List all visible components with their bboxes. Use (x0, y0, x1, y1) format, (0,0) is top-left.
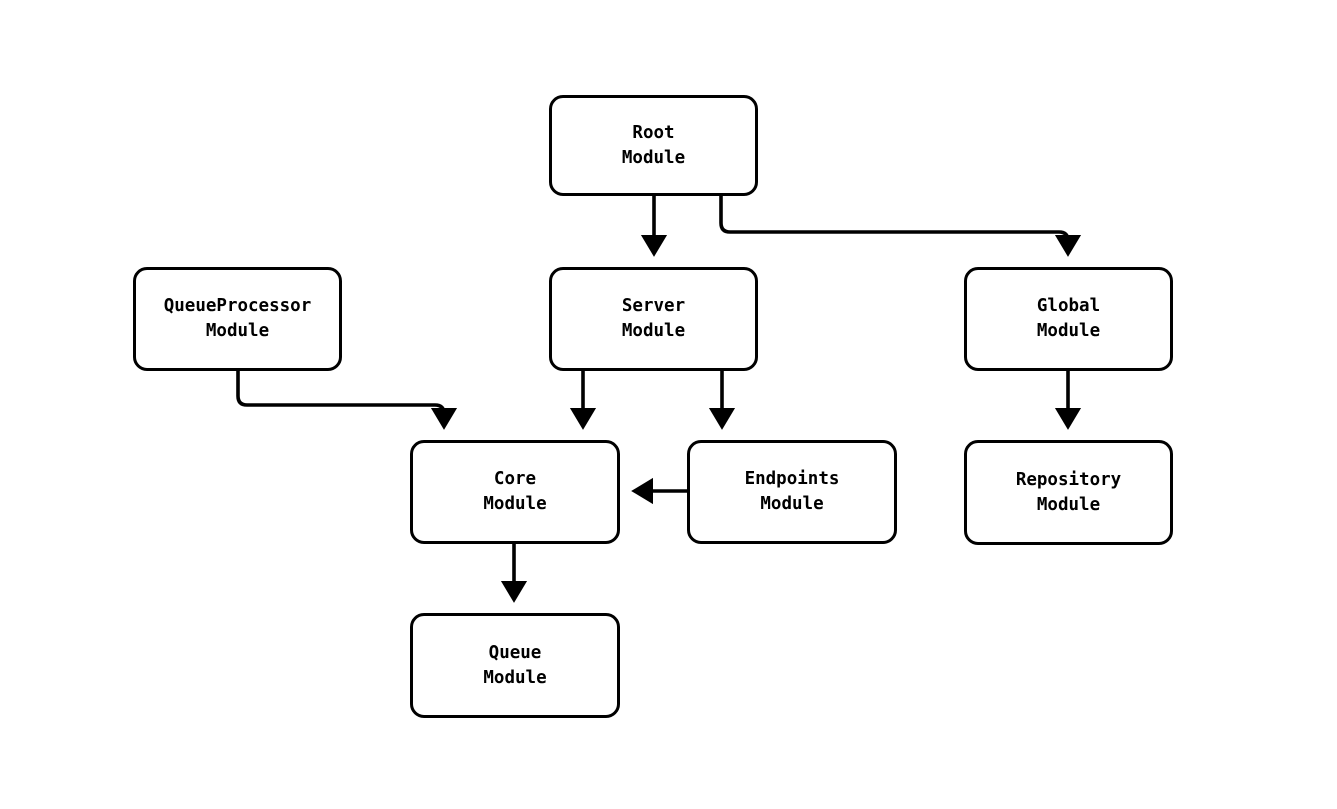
edge-queueprocessor-to-core (236, 371, 458, 430)
node-server-module-label-line2: Module (621, 321, 686, 341)
node-endpoints-module-label-line2: Module (760, 494, 824, 514)
node-global-module-label-line1: Global (1036, 296, 1101, 317)
node-queue-module-label-line2: Module (483, 667, 547, 688)
node-queueprocessor-module-label-line1: QueueProcessor (163, 296, 312, 317)
node-queueprocessor-module-label-line2: Module (205, 321, 270, 341)
node-queue-module-label-line1: Queue (488, 642, 542, 663)
node-repository-module[interactable]: Repository Module (964, 440, 1173, 545)
node-global-module-label-line2: Module (1036, 321, 1101, 341)
node-server-module[interactable]: Server Module (549, 267, 758, 371)
node-server-module-label-line1: Server (621, 296, 686, 317)
node-root-module-label-line2: Module (621, 147, 686, 168)
node-core-module[interactable]: Core Module (410, 440, 620, 544)
node-repository-module-label-line2: Module (1036, 494, 1101, 515)
node-queueprocessor-module[interactable]: QueueProcessor Module (133, 267, 342, 371)
node-endpoints-module[interactable]: Endpoints Module (687, 440, 897, 544)
node-root-module-label-line1: Root (632, 122, 675, 143)
node-core-module-label-line1: Core (493, 469, 537, 490)
node-queue-module[interactable]: Queue Module (410, 613, 620, 718)
node-root-module[interactable]: Root Module (549, 95, 758, 196)
node-global-module[interactable]: Global Module (964, 267, 1173, 371)
edge-root-to-global (719, 196, 1082, 257)
node-core-module-label-line2: Module (483, 494, 547, 514)
node-endpoints-module-label-line1: Endpoints (744, 469, 840, 490)
node-repository-module-label-line1: Repository (1015, 469, 1122, 490)
